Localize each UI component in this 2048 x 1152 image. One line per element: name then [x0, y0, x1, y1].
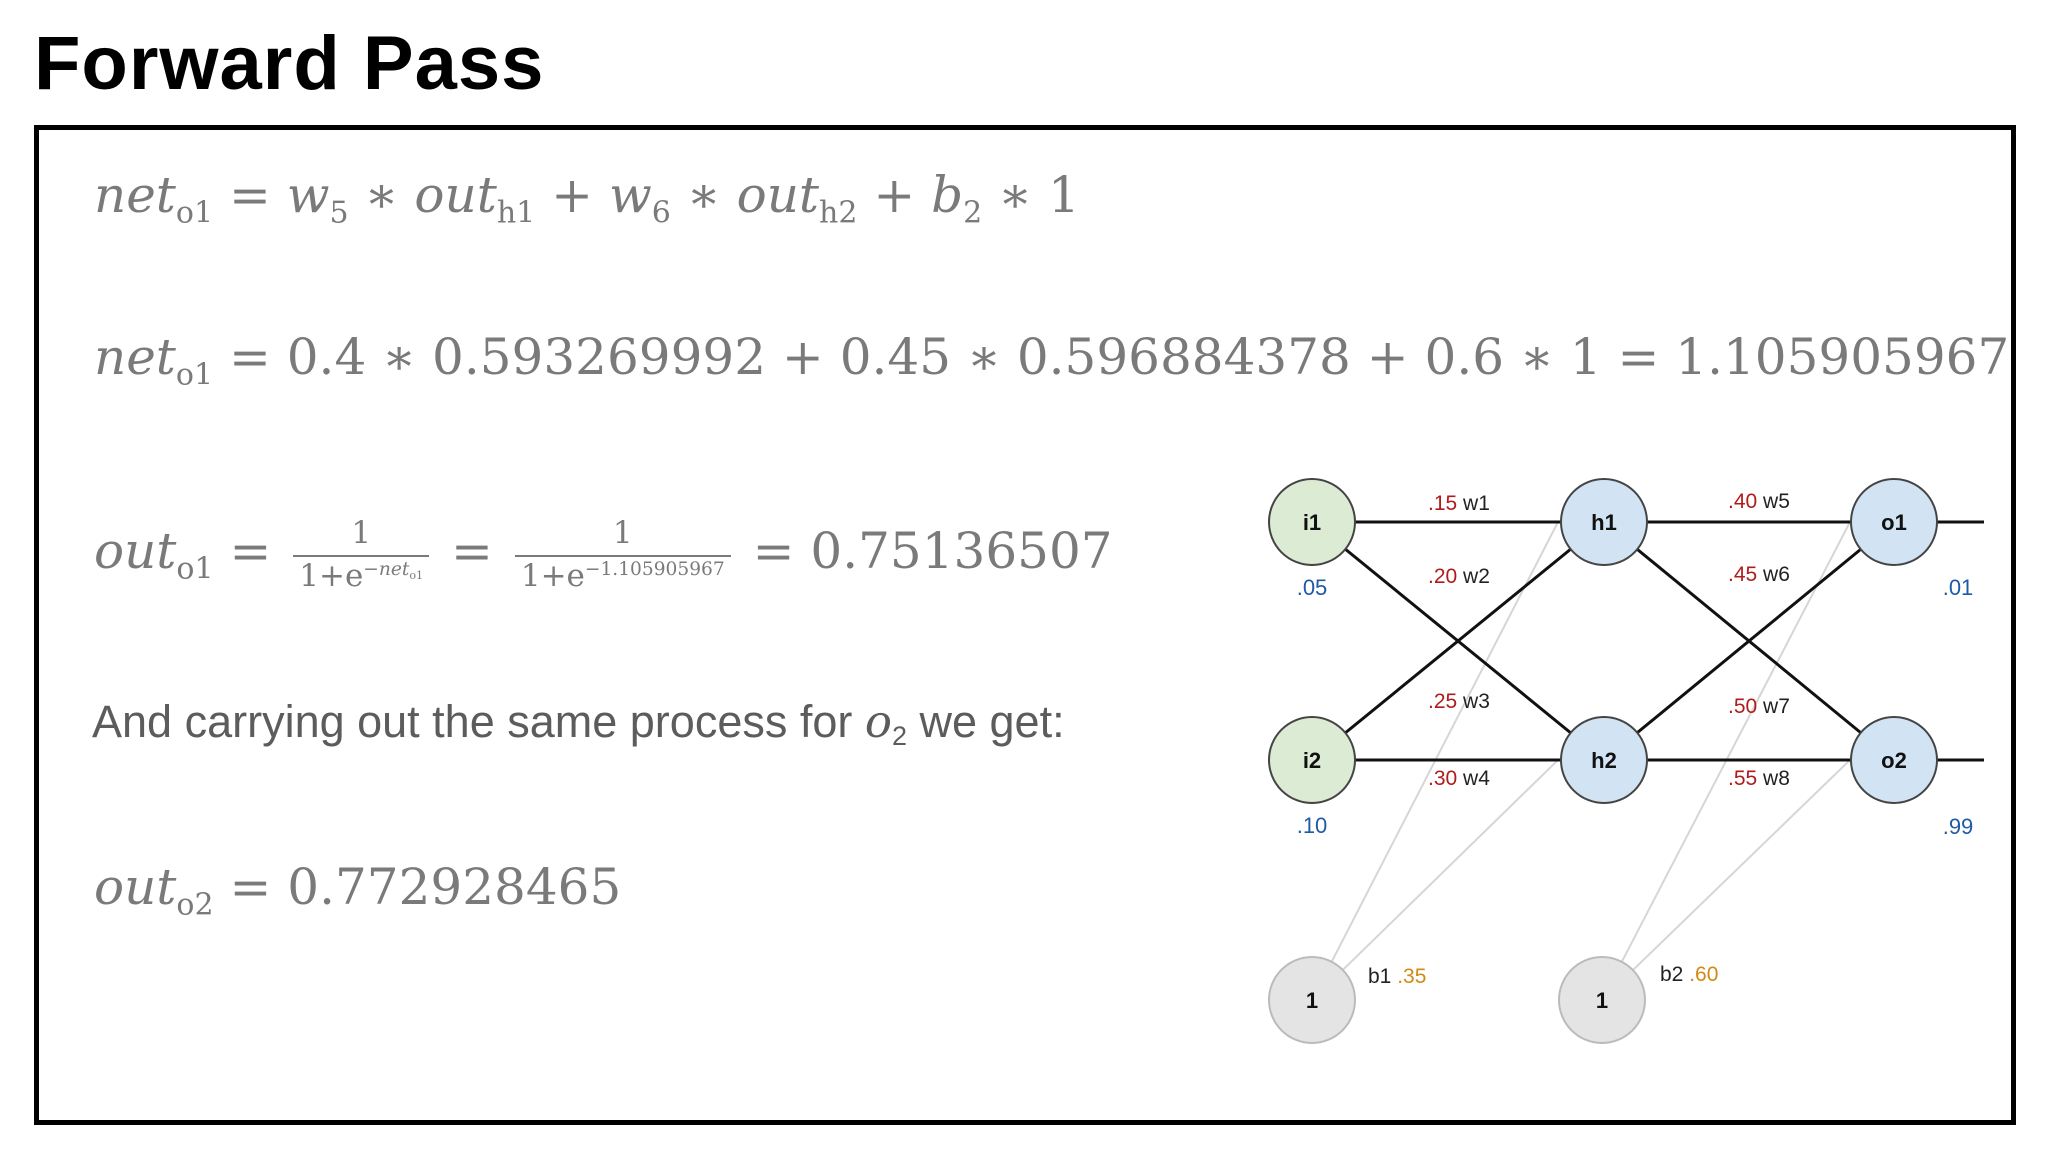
svg-text:1: 1	[1596, 988, 1608, 1013]
weight-label-w6: .45 w6	[1728, 563, 1790, 586]
input-value-i1: .05	[1297, 575, 1328, 600]
bias-node-b2: 1	[1558, 956, 1646, 1044]
content-box	[34, 125, 2016, 1125]
equation-net-o1-formula: neto1 = w5 ∗ outh1 + w6 ∗ outh2 + b2 ∗ 1	[94, 166, 1080, 231]
equation-net-o1-values: neto1 = 0.4 ∗ 0.593269992 + 0.45 ∗ 0.596…	[94, 328, 2010, 393]
equation-out-o2: outo2 = 0.772928465	[94, 858, 622, 923]
explanation-text: And carrying out the same process for o2…	[92, 695, 1065, 752]
slide-title: Forward Pass	[34, 21, 545, 106]
svg-text:o1: o1	[1881, 510, 1907, 535]
fraction-sigmoid-numeric: 1 1+e−1.105905967	[514, 518, 731, 592]
svg-text:i2: i2	[1303, 748, 1321, 773]
equation-out-o1: outo1 = 1 1+e−neto1 = 1 1+e−1.105905967 …	[94, 515, 1113, 595]
weight-label-w3: .25 w3	[1428, 690, 1490, 713]
weight-label-w2: .20 w2	[1428, 565, 1490, 588]
fraction-sigmoid-symbolic: 1 1+e−neto1	[293, 518, 430, 592]
weight-label-w5: .40 w5	[1728, 490, 1790, 513]
output-node-o2: o2	[1850, 716, 1938, 804]
target-value-o2: .99	[1943, 814, 1974, 839]
hidden-node-h1: h1	[1560, 478, 1648, 566]
svg-text:o2: o2	[1881, 748, 1907, 773]
bias-label-b2: b2 .60	[1660, 963, 1718, 986]
hidden-node-h2: h2	[1560, 716, 1648, 804]
weight-label-w7: .50 w7	[1728, 695, 1790, 718]
svg-text:h2: h2	[1591, 748, 1617, 773]
input-value-i2: .10	[1297, 813, 1328, 838]
input-node-i2: i2	[1268, 716, 1356, 804]
input-node-i1: i1	[1268, 478, 1356, 566]
svg-text:1: 1	[1306, 988, 1318, 1013]
svg-text:h1: h1	[1591, 510, 1617, 535]
bias-node-b1: 1	[1268, 956, 1356, 1044]
bias-label-b1: b1 .35	[1368, 965, 1426, 988]
weight-label-w1: .15 w1	[1428, 492, 1490, 515]
target-value-o1: .01	[1943, 575, 1974, 600]
weight-label-w8: .55 w8	[1728, 767, 1790, 790]
neural-network-diagram: i1 i2 h1 h2 o1 o2 1 1 .05 .10 .01 .99 .1…	[1268, 478, 1984, 1044]
output-node-o1: o1	[1850, 478, 1938, 566]
svg-text:i1: i1	[1303, 510, 1321, 535]
weight-label-w4: .30 w4	[1428, 767, 1490, 790]
